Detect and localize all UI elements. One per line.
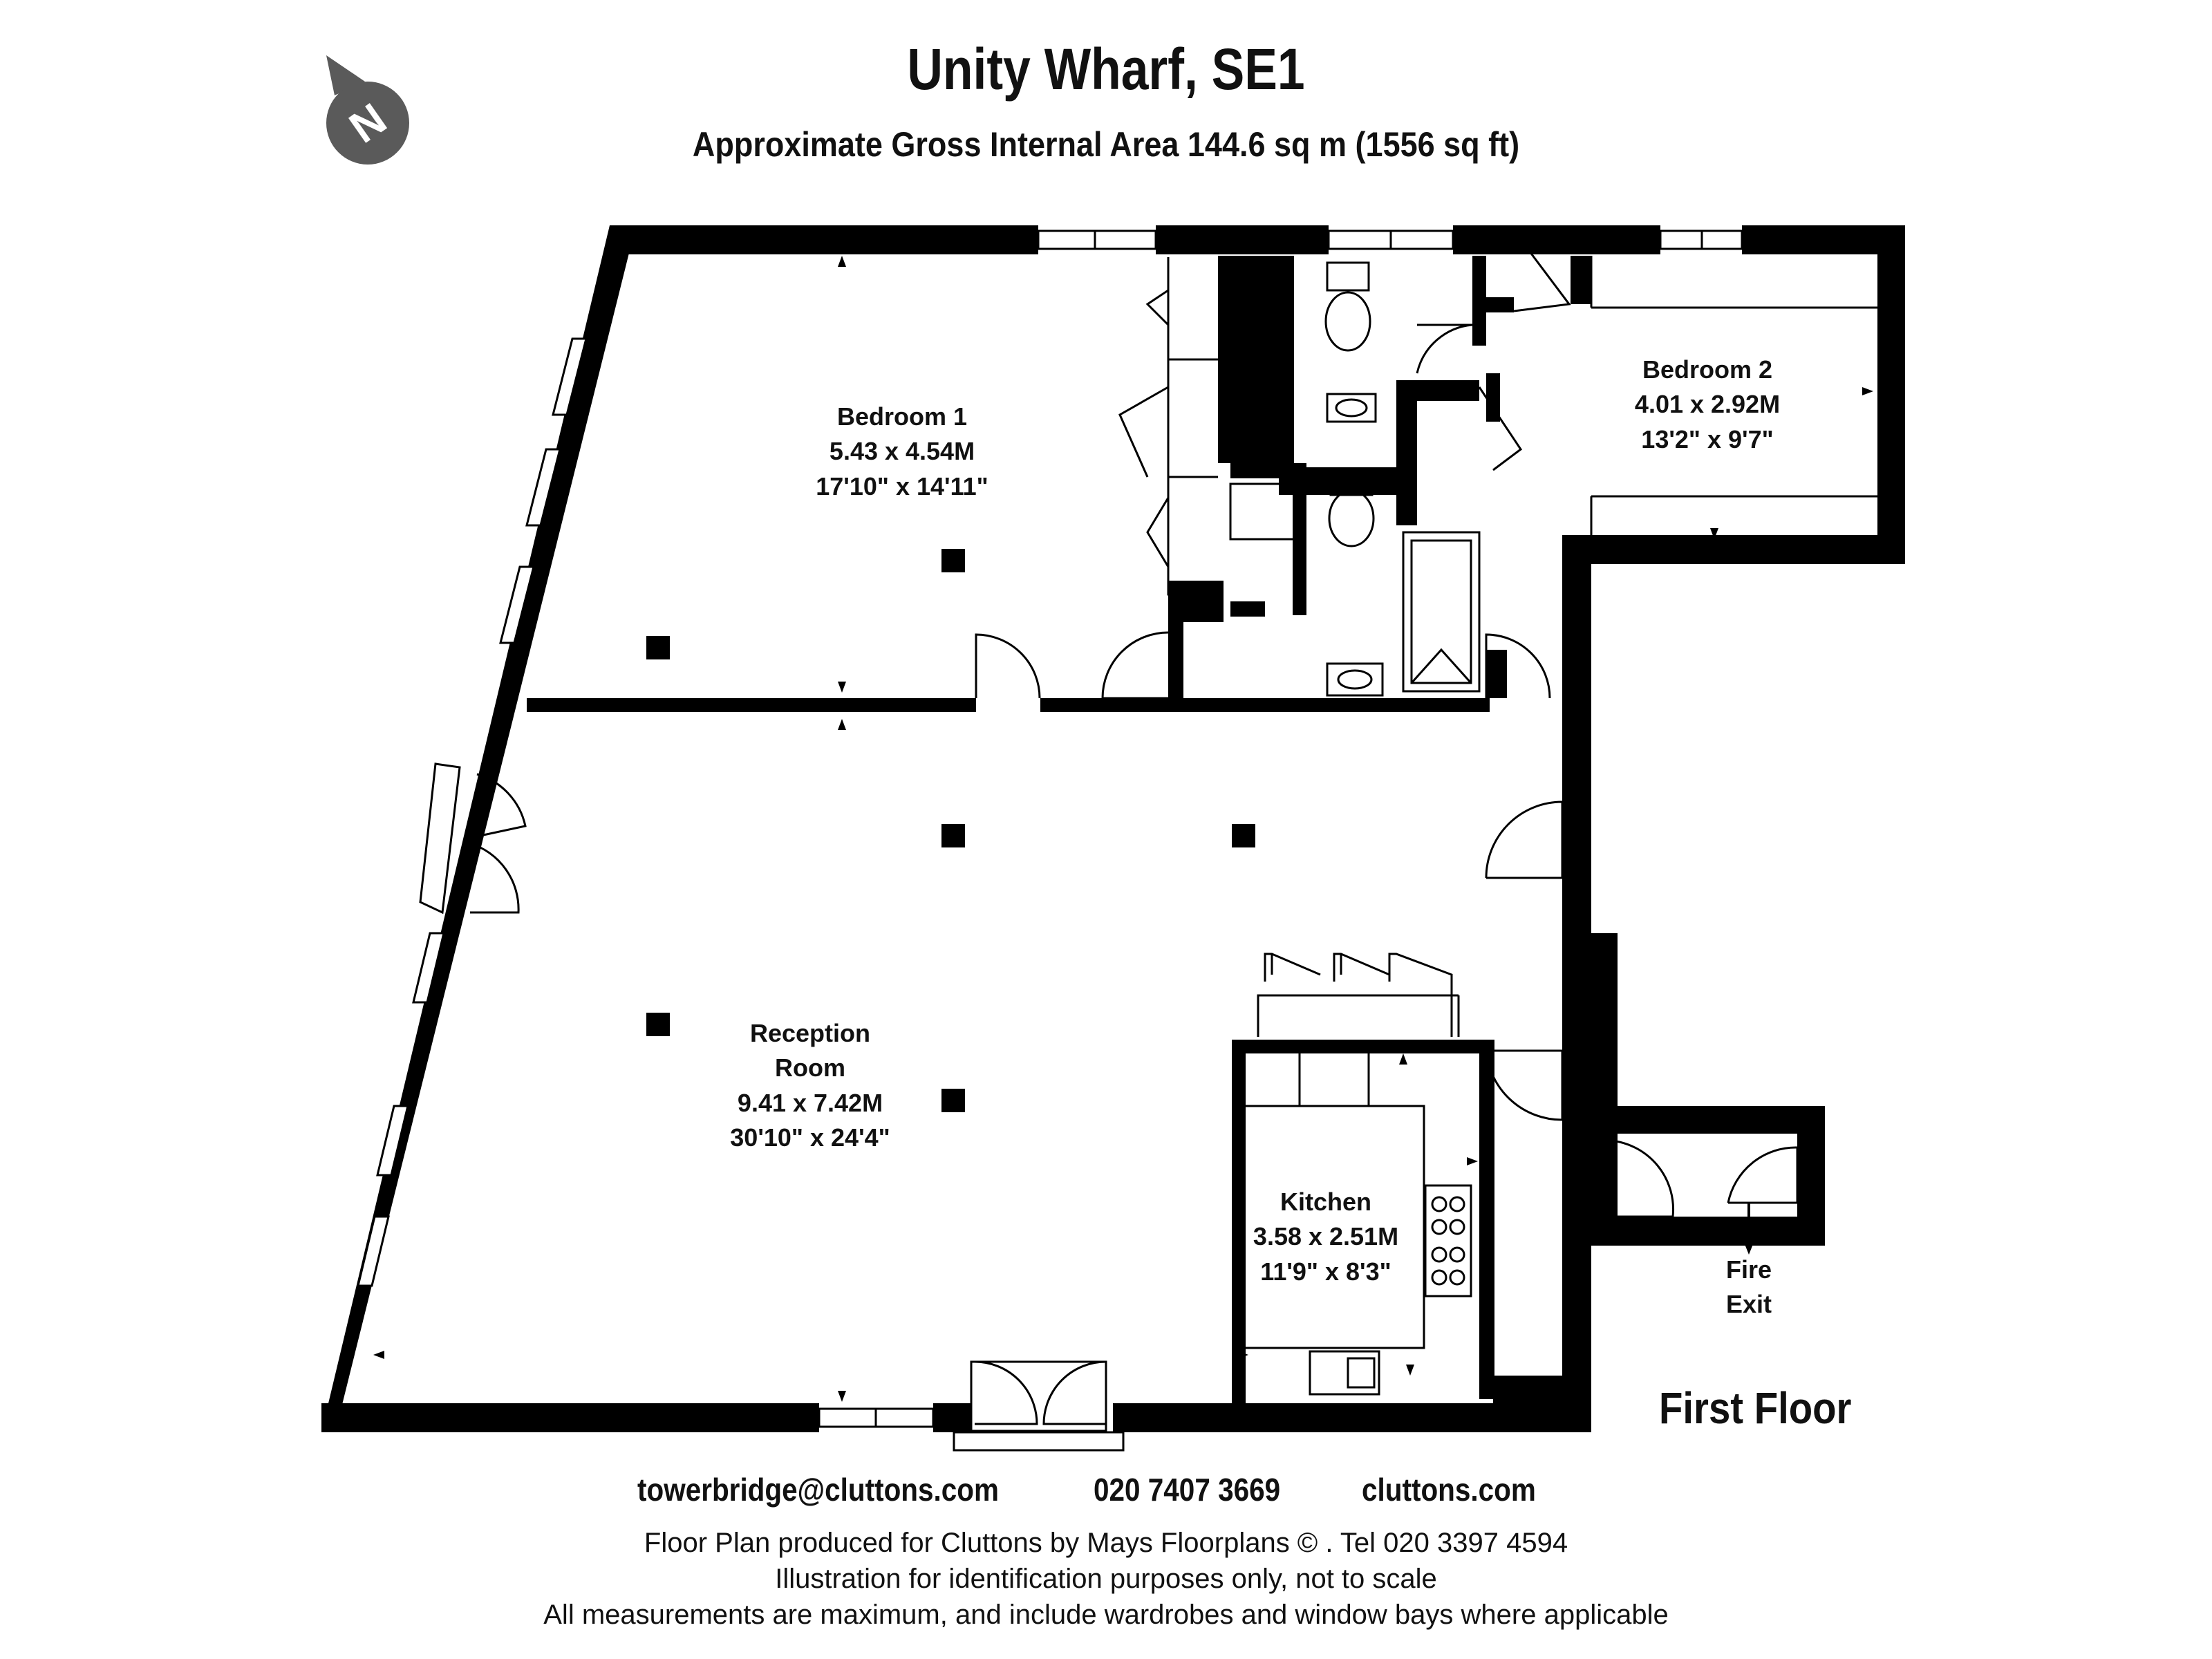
compass-icon: N bbox=[326, 55, 409, 165]
bathroom-fixtures bbox=[1235, 261, 1481, 697]
fire-exit-line2: Exit bbox=[1725, 1290, 1772, 1319]
room-imperial: 30'10" x 24'4" bbox=[730, 1123, 890, 1152]
fire-exit-arrow bbox=[1743, 1203, 1754, 1255]
plan-title: Unity Wharf, SE1 bbox=[907, 37, 1305, 102]
footer-line3: All measurements are maximum, and includ… bbox=[543, 1600, 1669, 1630]
gross-area-subtitle: Approximate Gross Internal Area 144.6 sq… bbox=[692, 125, 1520, 164]
room-metric: 9.41 x 7.42M bbox=[737, 1088, 883, 1117]
floor-label: First Floor bbox=[1659, 1383, 1852, 1433]
room-metric: 5.43 x 4.54M bbox=[829, 437, 975, 466]
contact-website[interactable]: cluttons.com bbox=[1362, 1472, 1536, 1508]
wardrobes bbox=[1118, 257, 1301, 596]
room-imperial: 13'2" x 9'7" bbox=[1641, 424, 1774, 453]
room-name: Kitchen bbox=[1280, 1188, 1371, 1216]
room-name-line1: Reception bbox=[749, 1019, 871, 1047]
fire-exit-line1: Fire bbox=[1725, 1255, 1772, 1284]
dimension-markers bbox=[373, 256, 1873, 1402]
top-windows bbox=[818, 229, 1743, 1428]
room-imperial: 17'10" x 14'11" bbox=[816, 471, 988, 500]
contact-email[interactable]: towerbridge@cluttons.com bbox=[637, 1472, 1000, 1508]
room-metric: 3.58 x 2.51M bbox=[1253, 1222, 1399, 1251]
door-swings bbox=[419, 248, 1799, 1452]
footer-line2: Illustration for identification purposes… bbox=[775, 1564, 1437, 1594]
kitchen-fittings bbox=[1246, 953, 1472, 1396]
left-windows bbox=[357, 337, 588, 1287]
contact-phone[interactable]: 020 7407 3669 bbox=[1094, 1472, 1281, 1508]
room-label-reception: Reception Room 9.41 x 7.42M 30'10" x 24'… bbox=[730, 1016, 890, 1156]
fire-exit-label: Fire Exit bbox=[1726, 1253, 1772, 1322]
room-metric: 4.01 x 2.92M bbox=[1634, 390, 1781, 419]
bedroom2-outline bbox=[1590, 256, 1877, 535]
room-label-kitchen: Kitchen 3.58 x 2.51M 11'9" x 8'3" bbox=[1253, 1185, 1398, 1289]
room-label-bedroom2: Bedroom 2 4.01 x 2.92M 13'2" x 9'7" bbox=[1635, 353, 1780, 457]
outer-walls bbox=[321, 225, 1905, 1432]
room-name: Bedroom 1 bbox=[836, 402, 968, 431]
internal-walls bbox=[527, 256, 1604, 1407]
room-label-bedroom1: Bedroom 1 5.43 x 4.54M 17'10" x 14'11" bbox=[816, 400, 988, 504]
room-name: Bedroom 2 bbox=[1642, 355, 1773, 384]
room-imperial: 11'9" x 8'3" bbox=[1260, 1257, 1391, 1286]
room-name-line2: Room bbox=[775, 1053, 845, 1082]
structural-columns bbox=[646, 549, 1255, 1112]
footer-line1: Floor Plan produced for Cluttons by Mays… bbox=[644, 1528, 1568, 1558]
